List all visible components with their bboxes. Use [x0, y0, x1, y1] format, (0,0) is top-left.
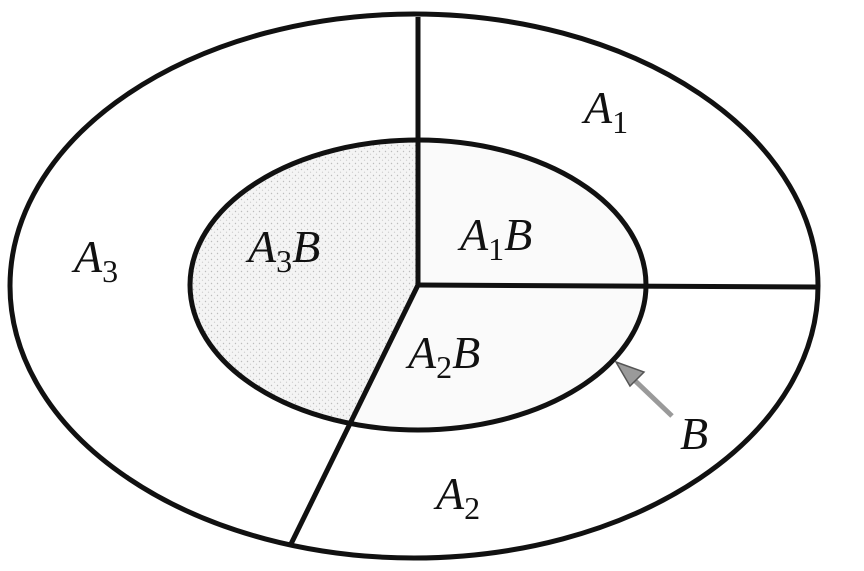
label-a1b: A1B	[457, 209, 532, 267]
partition-line-right	[417, 282, 818, 290]
label-b-pointer: B	[680, 408, 708, 459]
outer-ellipse	[7, 11, 821, 561]
label-a3b: A3B	[245, 221, 320, 279]
label-a3: A3	[71, 231, 118, 289]
label-a2: A2	[433, 468, 480, 526]
partition-line-lower	[287, 283, 421, 548]
label-a1: A1	[581, 82, 628, 140]
pointer-arrowhead	[614, 360, 646, 388]
label-a2b: A2B	[405, 327, 480, 385]
